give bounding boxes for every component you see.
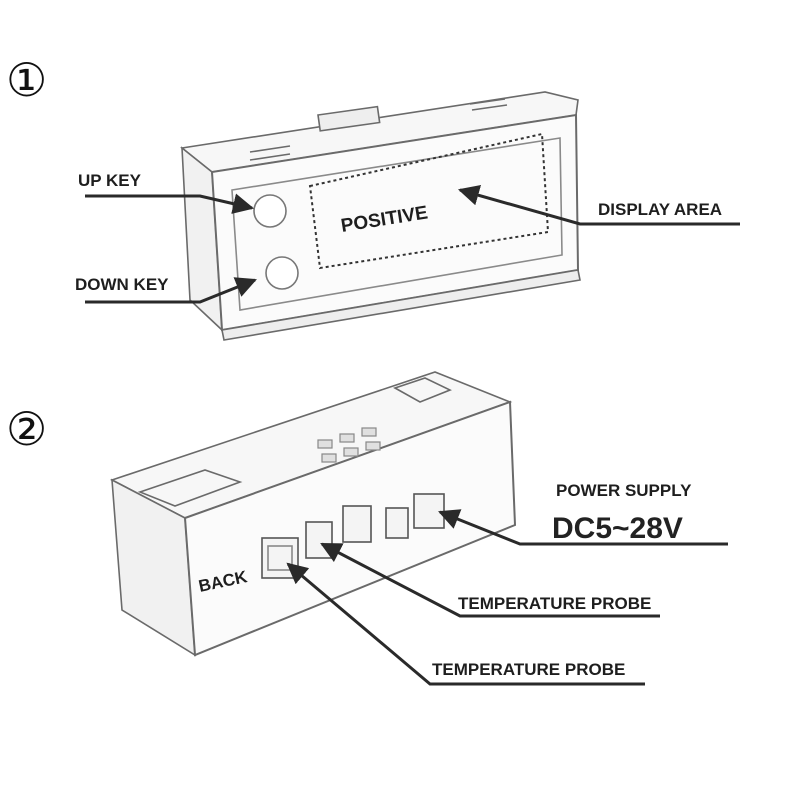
step-marker-1: ① <box>6 53 47 107</box>
front-leader-lines <box>85 185 740 304</box>
down-key-arrow <box>85 277 257 304</box>
back-device-sketch <box>109 371 517 657</box>
back-leader-lines <box>286 509 728 686</box>
up-key-arrow <box>85 193 255 214</box>
display-area-arrow <box>457 185 740 226</box>
power-supply-arrow <box>438 509 728 546</box>
temperature-probe-arrow-2 <box>286 562 645 686</box>
down-key-label: DOWN KEY <box>75 275 169 294</box>
step-marker-2: ② <box>6 402 47 456</box>
power-supply-label: POWER SUPPLY <box>556 481 692 500</box>
voltage-label: DC5~28V <box>552 512 683 545</box>
temperature-probe-arrow-1 <box>320 542 660 618</box>
temperature-probe-label-2: TEMPERATURE PROBE <box>432 660 625 679</box>
temperature-probe-label-1: TEMPERATURE PROBE <box>458 594 651 613</box>
display-area-label: DISPLAY AREA <box>598 200 722 219</box>
front-device-sketch <box>180 91 581 341</box>
up-key-label: UP KEY <box>78 171 142 190</box>
